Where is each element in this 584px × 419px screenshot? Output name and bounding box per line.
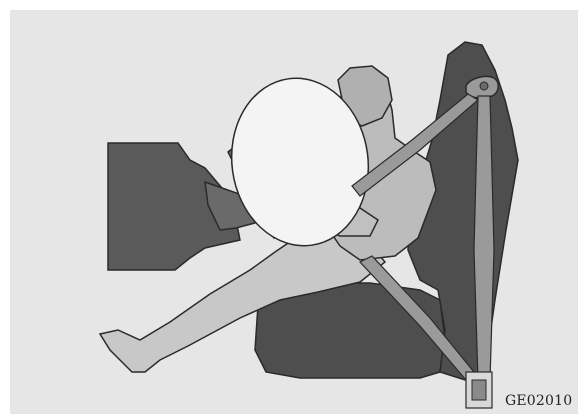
belt-anchor-bolt xyxy=(480,82,488,90)
buckle-latch xyxy=(472,380,486,400)
figure-code-label: GE02010 xyxy=(505,393,572,409)
belt-strap-vertical xyxy=(474,96,494,380)
